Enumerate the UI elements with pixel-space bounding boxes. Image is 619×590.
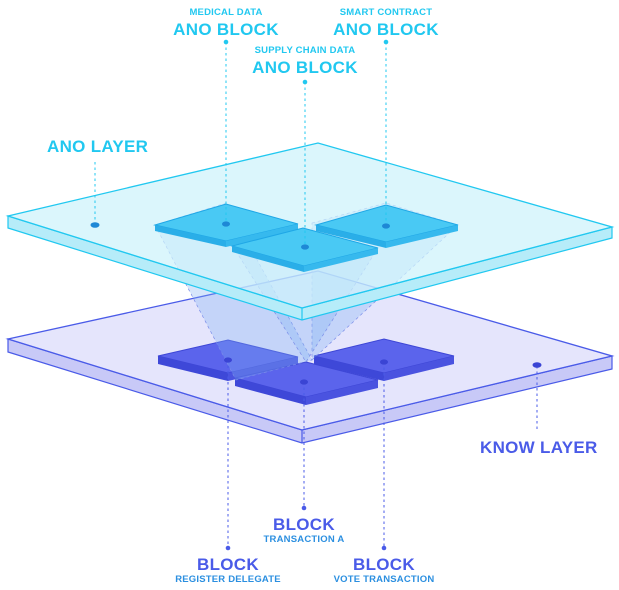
medical-caption: MEDICAL DATA [189, 7, 263, 18]
top-anchor-dots [90, 221, 390, 250]
smart-caption: SMART CONTRACT [339, 7, 433, 18]
medical-title: ANO BLOCK [173, 19, 279, 39]
supply-title: ANO BLOCK [252, 57, 358, 77]
label-block-register: BLOCK REGISTER DELEGATE [168, 556, 288, 585]
vote-title: BLOCK [353, 555, 415, 574]
label-smart-contract-block: SMART CONTRACT ANO BLOCK [326, 8, 446, 38]
register-caption: REGISTER DELEGATE [175, 574, 281, 585]
bottom-anchor-dots [224, 357, 542, 385]
bottom-block-register [157, 339, 299, 381]
supply-caption: SUPPLY CHAIN DATA [254, 45, 356, 56]
top-leader-dots [223, 39, 389, 85]
know-layer-label: KNOW LAYER [480, 438, 598, 457]
transaction-title: BLOCK [273, 515, 335, 534]
top-leader-lines [94, 42, 387, 246]
label-block-vote: BLOCK VOTE TRANSACTION [324, 556, 444, 585]
label-block-transaction: BLOCK TRANSACTION A [249, 516, 359, 545]
ano-layer-plate [5, 142, 615, 309]
ano-layer-label: ANO LAYER [47, 137, 149, 156]
bottom-leader-dots [225, 505, 387, 551]
label-medical-block: MEDICAL DATA ANO BLOCK [166, 8, 286, 38]
bottom-leader-lines [227, 360, 538, 548]
smart-title: ANO BLOCK [333, 19, 439, 39]
register-title: BLOCK [197, 555, 259, 574]
transaction-caption: TRANSACTION A [263, 534, 345, 545]
vote-caption: VOTE TRANSACTION [333, 574, 435, 585]
bottom-block-vote [313, 338, 455, 381]
label-supply-chain-block: SUPPLY CHAIN DATA ANO BLOCK [240, 46, 370, 76]
know-layer-plate [5, 270, 615, 431]
